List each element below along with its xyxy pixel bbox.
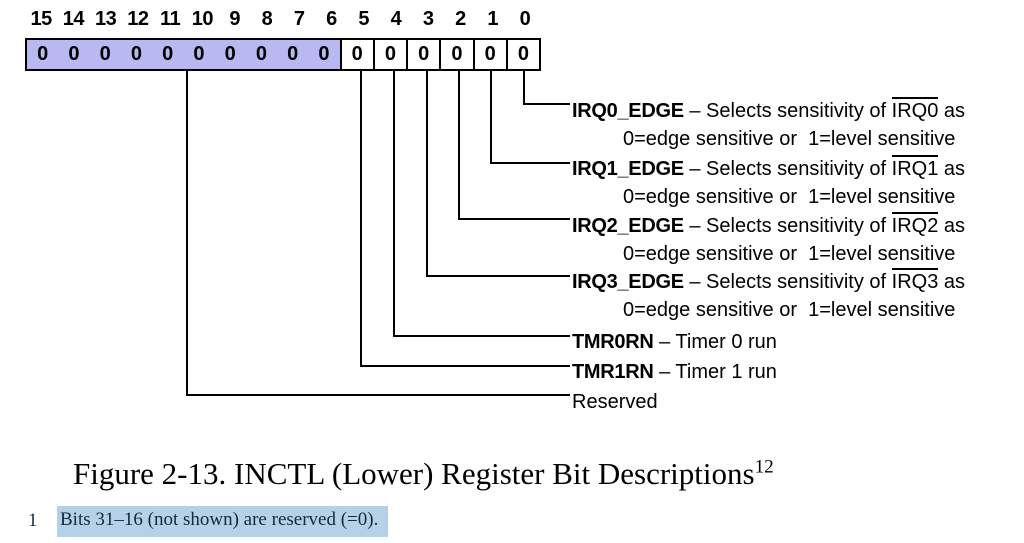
- bit-label-tmr0rn: TMR0RN – Timer 0 run: [572, 331, 777, 353]
- bit-number-14: 14: [62, 8, 85, 30]
- bit-cell-4: 0: [372, 40, 406, 69]
- bit-label-irq2-edge: IRQ2_EDGE – Selects sensitivity of IRQ2 …: [572, 212, 965, 238]
- bit-cell: 0: [130, 43, 142, 65]
- connector-bit4-horizontal: [393, 335, 570, 337]
- bit-cell: 0: [318, 43, 330, 65]
- bit-label-irq3-edge: IRQ3_EDGE – Selects sensitivity of IRQ3 …: [572, 268, 965, 294]
- bit-number-0: 0: [519, 8, 531, 30]
- connector-bit2-horizontal: [458, 218, 570, 220]
- register-box: 0 0 0 0 0 0 0 0 0 0 0 0 0 0 0 0: [25, 38, 541, 71]
- bit-number-2: 2: [455, 8, 466, 30]
- bit-label-name: IRQ2_EDGE: [572, 215, 684, 237]
- bit-number-4: 4: [390, 8, 402, 30]
- bit-number-3: 3: [422, 8, 434, 30]
- connector-bit5-horizontal: [360, 365, 570, 367]
- active-low-signal: IRQ0: [891, 97, 939, 122]
- figure-caption: Figure 2-13. INCTL (Lower) Register Bit …: [73, 456, 774, 492]
- bit-label-tmr1rn: TMR1RN – Timer 1 run: [572, 361, 777, 383]
- bit-number-10: 10: [191, 8, 214, 30]
- bit-cell: 0: [224, 43, 236, 65]
- bit-number-13: 13: [95, 8, 117, 30]
- connector-bit0-horizontal: [523, 103, 570, 105]
- connector-bit1-horizontal: [490, 162, 570, 164]
- connector-bit2-vertical: [458, 69, 460, 218]
- active-low-signal: IRQ3: [891, 268, 939, 293]
- connector-bit3-horizontal: [426, 275, 570, 277]
- bit-label-name: TMR0RN: [572, 331, 654, 353]
- reserved-field-bits15-6: 0 0 0 0 0 0 0 0 0 0: [27, 40, 342, 69]
- bit-number-5: 5: [358, 8, 369, 30]
- bit-label-irq2-edge-line2: 0=edge sensitive or 1=level sensitive: [623, 243, 956, 265]
- bit-number-15: 15: [30, 8, 53, 30]
- footnote-text-highlighted: Bits 31–16 (not shown) are reserved (=0)…: [57, 506, 389, 537]
- bit-label-reserved: Reserved: [572, 391, 658, 413]
- bit-cell: 0: [162, 43, 174, 65]
- bit-cell-3: 0: [406, 40, 439, 69]
- connector-bit3-vertical: [426, 69, 428, 275]
- bit-cell: 0: [255, 43, 267, 65]
- bit-number-8: 8: [261, 8, 273, 30]
- bit-cell-2: 0: [439, 40, 472, 69]
- bit-cell-0: 0: [505, 40, 539, 69]
- bit-cell: 0: [287, 43, 299, 65]
- bit-cell: 0: [68, 43, 80, 65]
- bit-label-irq0-edge-line2: 0=edge sensitive or 1=level sensitive: [623, 128, 956, 150]
- bit-cell: 0: [37, 43, 49, 65]
- figure-caption-text: Figure 2-13. INCTL (Lower) Register Bit …: [73, 456, 755, 491]
- bit-cell-1: 0: [472, 40, 506, 69]
- bit-label-name: TMR1RN: [572, 361, 654, 383]
- bit-label-irq3-edge-line2: 0=edge sensitive or 1=level sensitive: [623, 299, 956, 321]
- active-low-signal: IRQ1: [891, 155, 939, 180]
- active-low-signal: IRQ2: [891, 212, 939, 237]
- bit-label-irq1-edge: IRQ1_EDGE – Selects sensitivity of IRQ1 …: [572, 155, 965, 181]
- connector-bit4-vertical: [393, 69, 395, 335]
- bit-number-9: 9: [229, 8, 240, 30]
- bit-label-name: IRQ3_EDGE: [572, 271, 684, 293]
- connector-bit1-vertical: [490, 69, 492, 162]
- bit-label-name: IRQ1_EDGE: [572, 158, 684, 180]
- bit-label-irq1-edge-line2: 0=edge sensitive or 1=level sensitive: [623, 186, 956, 208]
- bit-cell: 0: [99, 43, 111, 65]
- connector-reserved-horizontal: [186, 394, 570, 396]
- connector-bit0-vertical: [523, 69, 525, 103]
- bit-number-7: 7: [293, 8, 305, 30]
- connector-reserved-vertical: [186, 69, 188, 394]
- bit-number-12: 12: [127, 8, 149, 30]
- bit-label-name: IRQ0_EDGE: [572, 100, 684, 122]
- bit-number-1: 1: [487, 8, 498, 30]
- bit-label-irq0-edge: IRQ0_EDGE – Selects sensitivity of IRQ0 …: [572, 97, 965, 123]
- bit-cell-5: 0: [351, 43, 363, 65]
- bit-number-6: 6: [326, 8, 337, 30]
- footnote-reference: 12: [754, 456, 774, 478]
- bit-cell: 0: [193, 43, 205, 65]
- bit-number-row: 15 14 13 12 11 10 9 8 7 6 5 4 3 2 1 0: [25, 8, 541, 31]
- bit-number-11: 11: [160, 8, 181, 30]
- connector-bit5-vertical: [360, 69, 362, 365]
- footnote-marker: 1: [28, 510, 38, 531]
